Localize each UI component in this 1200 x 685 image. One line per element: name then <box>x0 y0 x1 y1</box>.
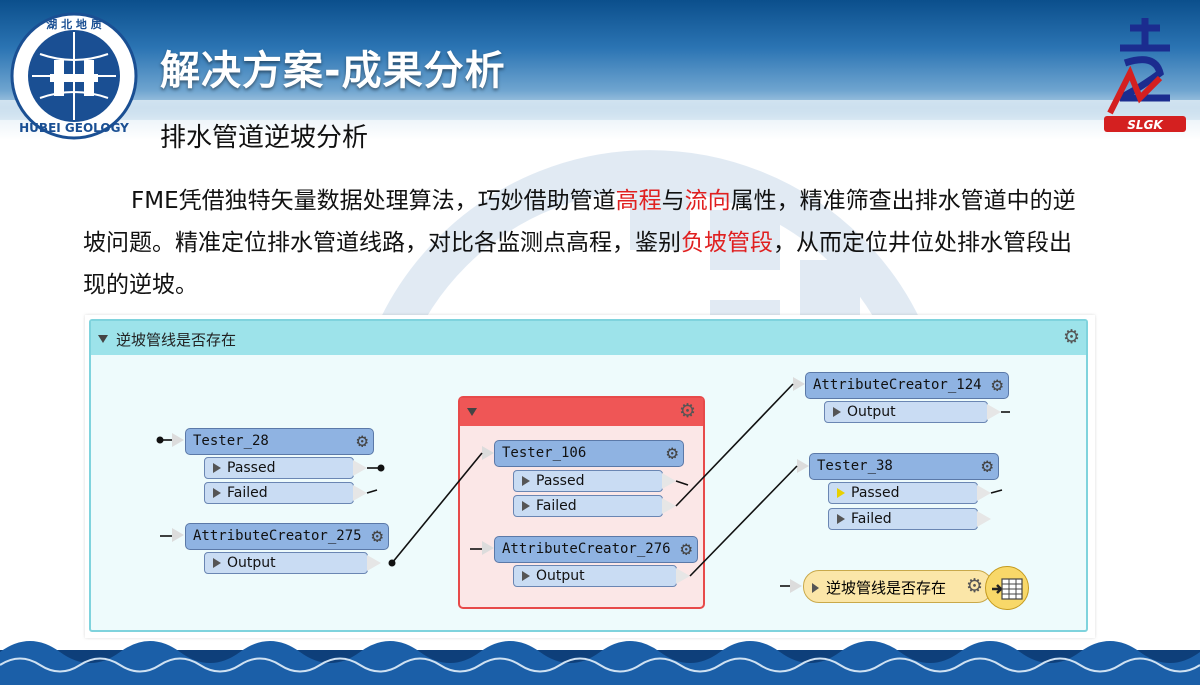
port-label: Failed <box>227 485 268 501</box>
gear-icon[interactable]: ⚙ <box>966 575 984 597</box>
attributecreator-276-node[interactable]: AttributeCreator_276 ⚙ <box>494 536 698 563</box>
writer-triangle-icon <box>812 583 819 593</box>
output-port-arrow[interactable] <box>367 555 381 571</box>
attributecreator-124-node[interactable]: AttributeCreator_124 ⚙ <box>805 372 1009 399</box>
input-port-arrow[interactable] <box>793 377 805 391</box>
output-port-arrow[interactable] <box>662 498 676 514</box>
attributecreator-275-node[interactable]: AttributeCreator_275 ⚙ <box>185 523 389 550</box>
port-triangle-icon <box>213 463 221 473</box>
input-port-arrow[interactable] <box>482 446 494 460</box>
output-port-arrow[interactable] <box>987 404 1001 420</box>
gear-icon[interactable]: ⚙ <box>371 525 383 547</box>
port-label: Output <box>847 404 896 420</box>
port-label: Failed <box>851 511 892 527</box>
port-label: Output <box>227 555 276 571</box>
logo-top-text: 湖 北 地 质 <box>46 17 102 31</box>
port-label: Passed <box>851 485 900 501</box>
transformer-name: AttributeCreator_275 <box>193 528 362 544</box>
slgk-logo: SLGK <box>1104 18 1186 132</box>
port-triangle-icon <box>833 407 841 417</box>
para-text-4: ，从而定位井位处排水管段出现的逆坡。 <box>83 230 1072 298</box>
bottom-wave-decoration <box>0 641 1200 685</box>
port-triangle-icon <box>522 476 530 486</box>
bookmark-title: 逆坡管线是否存在 <box>116 331 237 349</box>
port-passed[interactable]: Passed <box>204 457 354 479</box>
port-passed[interactable]: Passed <box>828 482 978 504</box>
port-failed[interactable]: Failed <box>204 482 354 504</box>
tester-28-node[interactable]: Tester_28 ⚙ <box>185 428 374 455</box>
port-triangle-icon <box>522 501 530 511</box>
gear-icon[interactable]: ⚙ <box>679 400 697 422</box>
writer-name: 逆坡管线是否存在 <box>826 579 947 597</box>
input-port-arrow[interactable] <box>172 433 184 447</box>
tester-106-node[interactable]: Tester_106 ⚙ <box>494 440 684 467</box>
highlight-negative-slope: 负坡管段 <box>681 230 773 256</box>
transformer-name: Tester_106 <box>502 445 587 461</box>
writer-feature-type[interactable]: 逆坡管线是否存在 ⚙ <box>803 570 993 603</box>
gear-icon[interactable]: ⚙ <box>680 538 692 560</box>
gear-icon[interactable]: ⚙ <box>666 442 678 464</box>
para-text-1: FME凭借独特矢量数据处理算法，巧妙借助管道 <box>131 188 616 214</box>
tester-38-node[interactable]: Tester_38 ⚙ <box>809 453 999 480</box>
output-port-arrow[interactable] <box>353 460 367 476</box>
para-text-2: 与 <box>661 188 685 214</box>
input-port-arrow[interactable] <box>790 579 802 593</box>
transformer-name: AttributeCreator_124 <box>813 377 982 393</box>
description-paragraph: FME凭借独特矢量数据处理算法，巧妙借助管道高程与流向属性，精准筛查出排水管道中… <box>83 180 1093 306</box>
header-fade <box>0 100 1200 140</box>
highlight-elevation: 高程 <box>615 188 662 214</box>
gear-icon[interactable]: ⚙ <box>981 455 993 477</box>
output-port-arrow[interactable] <box>676 568 690 584</box>
port-label: Output <box>536 568 585 584</box>
transformer-name: AttributeCreator_276 <box>502 541 671 557</box>
gear-icon[interactable]: ⚙ <box>991 374 1003 396</box>
highlight-flow-direction: 流向 <box>684 188 731 214</box>
hubei-geology-logo: HUBEI GEOLOGY 湖 北 地 质 <box>10 12 138 140</box>
slgk-logo-text: SLGK <box>1127 118 1164 132</box>
port-output[interactable]: Output <box>824 401 988 423</box>
collapse-triangle-icon[interactable] <box>98 335 108 343</box>
port-triangle-icon <box>837 514 845 524</box>
port-failed[interactable]: Failed <box>513 495 663 517</box>
output-port-arrow[interactable] <box>977 485 991 501</box>
output-port-arrow[interactable] <box>977 511 991 527</box>
port-label: Failed <box>536 498 577 514</box>
collapse-triangle-icon[interactable] <box>467 408 477 416</box>
port-passed[interactable]: Passed <box>513 470 663 492</box>
slide-subtitle: 排水管道逆坡分析 <box>160 123 369 153</box>
slide-title: 解决方案-成果分析 <box>160 48 506 94</box>
writer-table-icon[interactable] <box>985 566 1029 610</box>
gear-icon[interactable]: ⚙ <box>1063 326 1081 348</box>
bookmark-header[interactable]: 逆坡管线是否存在 ⚙ <box>91 321 1086 355</box>
para-text-3: 属性，精准筛查出排水管道中的逆坡问题。精准定位排水管道线路，对比各监测点高程，鉴… <box>83 188 1076 256</box>
input-port-arrow[interactable] <box>797 459 809 473</box>
port-label: Passed <box>227 460 276 476</box>
port-output[interactable]: Output <box>204 552 368 574</box>
gear-icon[interactable]: ⚙ <box>356 430 368 452</box>
output-port-arrow[interactable] <box>353 485 367 501</box>
transformer-name: Tester_28 <box>193 433 269 449</box>
output-port-arrow[interactable] <box>662 473 676 489</box>
red-bookmark-header[interactable]: ⚙ <box>460 398 703 426</box>
port-output[interactable]: Output <box>513 565 677 587</box>
input-port-arrow[interactable] <box>172 528 184 542</box>
transformer-name: Tester_38 <box>817 458 893 474</box>
port-failed[interactable]: Failed <box>828 508 978 530</box>
port-label: Passed <box>536 473 585 489</box>
input-port-arrow[interactable] <box>482 541 494 555</box>
port-triangle-icon <box>213 558 221 568</box>
port-triangle-icon <box>213 488 221 498</box>
port-triangle-icon <box>837 488 845 498</box>
port-triangle-icon <box>522 571 530 581</box>
logo-ring-text: HUBEI GEOLOGY <box>19 121 129 135</box>
